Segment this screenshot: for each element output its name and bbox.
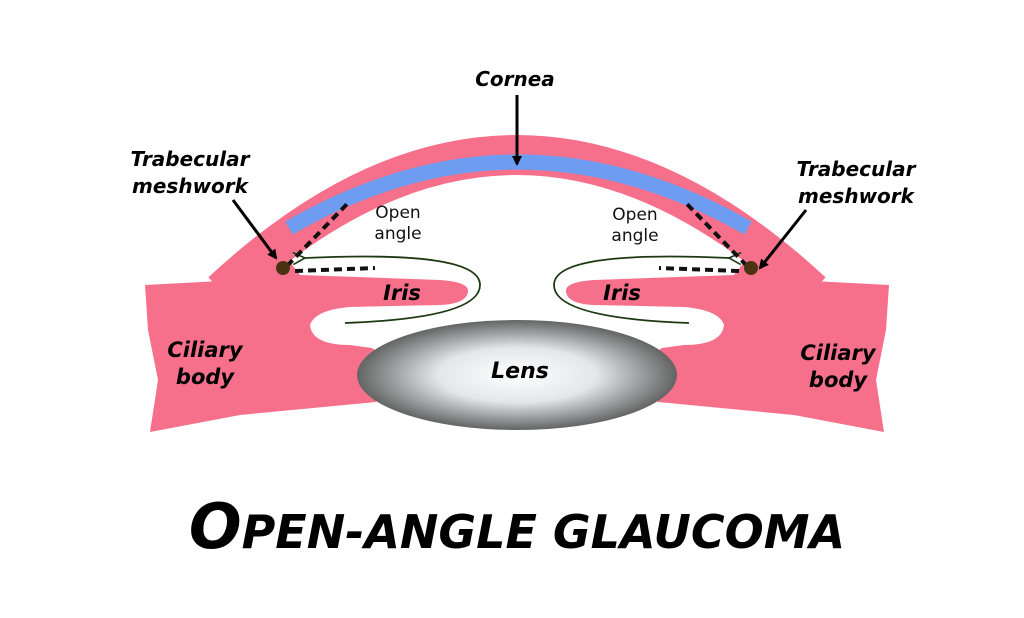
trabecular-arrow-left	[231, 199, 278, 260]
label-open-left-1: Open	[375, 203, 420, 223]
label-iris-left: Iris	[383, 281, 421, 305]
label-ciliary-left-1: Ciliary	[167, 338, 244, 362]
label-open-right-2: angle	[611, 226, 658, 246]
label-trabecular-right-2: meshwork	[798, 184, 916, 208]
label-iris-right: Iris	[603, 281, 641, 305]
trabecular-arrow-right	[758, 209, 808, 270]
label-open-right-1: Open	[612, 205, 657, 225]
label-lens: Lens	[491, 359, 549, 384]
label-trabecular-left-2: meshwork	[132, 174, 250, 198]
lens	[357, 320, 677, 430]
label-ciliary-left-2: body	[176, 365, 235, 389]
label-ciliary-right-1: Ciliary	[800, 341, 877, 365]
diagram-title: OPEN-ANGLE GLAUCOMA	[189, 490, 845, 563]
label-cornea: Cornea	[475, 67, 555, 91]
label-trabecular-right-1: Trabecular	[797, 157, 917, 181]
label-ciliary-right-2: body	[809, 368, 868, 392]
label-open-left-2: angle	[374, 224, 421, 244]
label-trabecular-left-1: Trabecular	[131, 147, 251, 171]
